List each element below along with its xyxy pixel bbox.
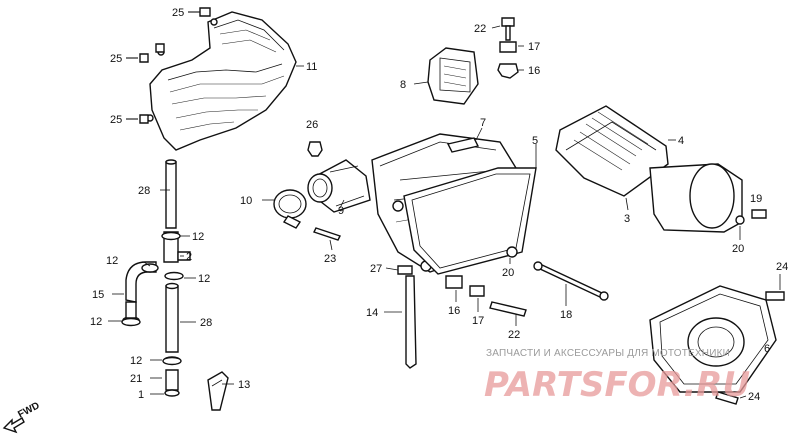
callout-24: 24 bbox=[776, 261, 788, 273]
callout-25: 25 bbox=[110, 53, 122, 65]
callout-25: 25 bbox=[172, 7, 184, 19]
part-5-case-cover bbox=[403, 167, 537, 275]
callout-4: 4 bbox=[678, 135, 684, 147]
leader-lines bbox=[108, 25, 781, 399]
callout-2: 2 bbox=[186, 251, 192, 263]
callout-1: 1 bbox=[138, 389, 144, 401]
callout-26: 26 bbox=[306, 119, 318, 131]
callout-15: 15 bbox=[92, 289, 104, 301]
callout-23: 23 bbox=[324, 253, 336, 265]
callout-12: 12 bbox=[192, 231, 204, 243]
callout-9: 9 bbox=[338, 205, 344, 217]
callout-12: 12 bbox=[90, 316, 102, 328]
part-11-duct-cover bbox=[146, 11, 297, 151]
part-24-bolts bbox=[715, 291, 785, 405]
part-18-long-rod bbox=[533, 261, 609, 301]
callout-8: 8 bbox=[400, 79, 406, 91]
watermark: ЗАПЧАСТИ И АКСЕССУАРЫ ДЛЯ МОТОТЕХНИКИ PA… bbox=[484, 348, 750, 405]
watermark-brand: PARTSFOR.RU bbox=[484, 365, 750, 405]
callout-16: 16 bbox=[528, 65, 540, 77]
part-10-hose-band bbox=[273, 189, 307, 229]
callout-22: 22 bbox=[508, 329, 520, 341]
callout-labels: 25 25 25 11 22 17 16 8 7 5 4 26 28 10 9 … bbox=[90, 7, 788, 403]
callout-20: 20 bbox=[502, 267, 514, 279]
callout-16: 16 bbox=[448, 305, 460, 317]
fwd-indicator: FWD bbox=[2, 400, 42, 434]
part-14-drain-tube bbox=[405, 275, 417, 369]
part-28-hose-upper bbox=[165, 159, 177, 229]
callout-12: 12 bbox=[106, 255, 118, 267]
callout-28: 28 bbox=[200, 317, 212, 329]
callout-18: 18 bbox=[560, 309, 572, 321]
callout-20: 20 bbox=[732, 243, 744, 255]
callout-12: 12 bbox=[130, 355, 142, 367]
callout-25: 25 bbox=[110, 114, 122, 126]
callout-27: 27 bbox=[370, 263, 382, 275]
part-25-bolts bbox=[126, 7, 211, 124]
part-28-hose-lower bbox=[163, 282, 181, 364]
callout-14: 14 bbox=[366, 307, 378, 319]
callout-28: 28 bbox=[138, 185, 150, 197]
part-13-drain-tube bbox=[207, 371, 229, 411]
part-27-clip bbox=[397, 265, 413, 275]
watermark-caption: ЗАПЧАСТИ И АКСЕССУАРЫ ДЛЯ МОТОТЕХНИКИ bbox=[486, 348, 730, 359]
callout-5: 5 bbox=[532, 135, 538, 147]
part-3-element-holder bbox=[555, 105, 669, 197]
callout-13: 13 bbox=[238, 379, 250, 391]
part-16-17-22-lower-hardware bbox=[445, 275, 527, 317]
fwd-label: FWD bbox=[16, 400, 41, 420]
part-4-air-filter bbox=[649, 163, 743, 233]
callout-12: 12 bbox=[198, 273, 210, 285]
callout-11: 11 bbox=[306, 61, 317, 73]
callout-10: 10 bbox=[240, 195, 252, 207]
part-21-1-plug bbox=[164, 369, 180, 397]
callout-6: 6 bbox=[764, 343, 770, 355]
callout-3: 3 bbox=[624, 213, 630, 225]
callout-22: 22 bbox=[474, 23, 486, 35]
part-6-base-plate bbox=[649, 285, 777, 393]
callout-17: 17 bbox=[472, 315, 484, 327]
callout-21: 21 bbox=[130, 373, 142, 385]
callout-19: 19 bbox=[750, 193, 762, 205]
part-8-grommet bbox=[427, 47, 479, 105]
callout-24: 24 bbox=[748, 391, 760, 403]
part-22-17-16-upper-hardware bbox=[497, 17, 519, 79]
part-23-bolt bbox=[313, 227, 341, 241]
callout-17: 17 bbox=[528, 41, 540, 53]
callout-7: 7 bbox=[480, 117, 486, 129]
part-9-connecting-tube bbox=[307, 159, 371, 213]
part-19-20-screw bbox=[735, 209, 767, 225]
part-26-nut bbox=[307, 141, 323, 157]
